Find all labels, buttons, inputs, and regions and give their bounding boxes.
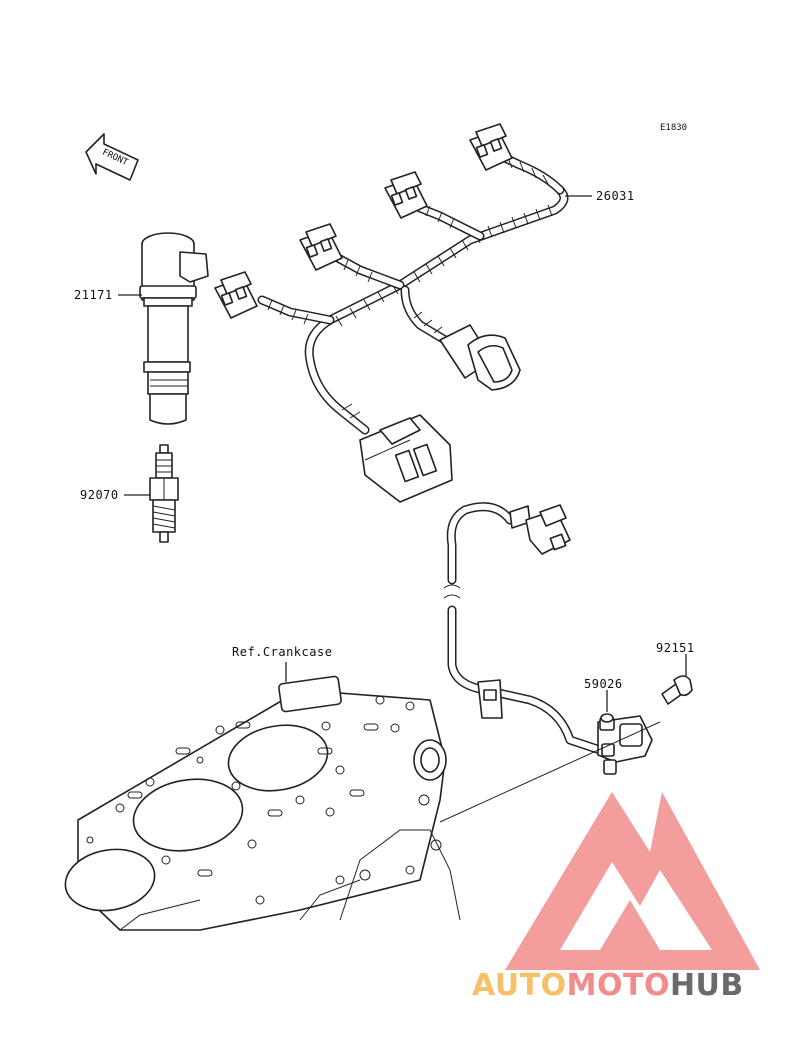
coil-connector-4 — [214, 271, 258, 319]
spark-plug — [149, 444, 179, 543]
round-connector — [439, 324, 521, 391]
ref-crankcase-label: Ref.Crankcase — [232, 645, 332, 659]
pickup-sensor — [597, 713, 653, 775]
coil-connector-3 — [299, 223, 343, 271]
part-label-92151: 92151 — [656, 641, 695, 655]
part-label-26031: 26031 — [596, 189, 635, 203]
wiring-harness — [214, 123, 569, 503]
bolt — [661, 675, 693, 705]
main-harness-connector — [359, 414, 453, 503]
coil-connector-1 — [469, 123, 513, 171]
front-arrow-icon: FRONT — [85, 133, 139, 181]
sensor-wire — [443, 502, 605, 755]
part-label-21171: 21171 — [74, 288, 113, 302]
diagram-code: E1830 — [660, 123, 687, 133]
svg-text:AUTOMOTOHUB: AUTOMOTOHUB — [472, 968, 744, 1003]
watermark-logo — [505, 792, 760, 970]
part-label-92070: 92070 — [80, 488, 119, 502]
watermark-text: AUTOMOTOHUB — [472, 968, 744, 1003]
crankcase — [64, 675, 461, 931]
part-label-59026: 59026 — [584, 677, 623, 691]
ignition-coil — [139, 232, 209, 425]
coil-connector-2 — [384, 171, 428, 219]
